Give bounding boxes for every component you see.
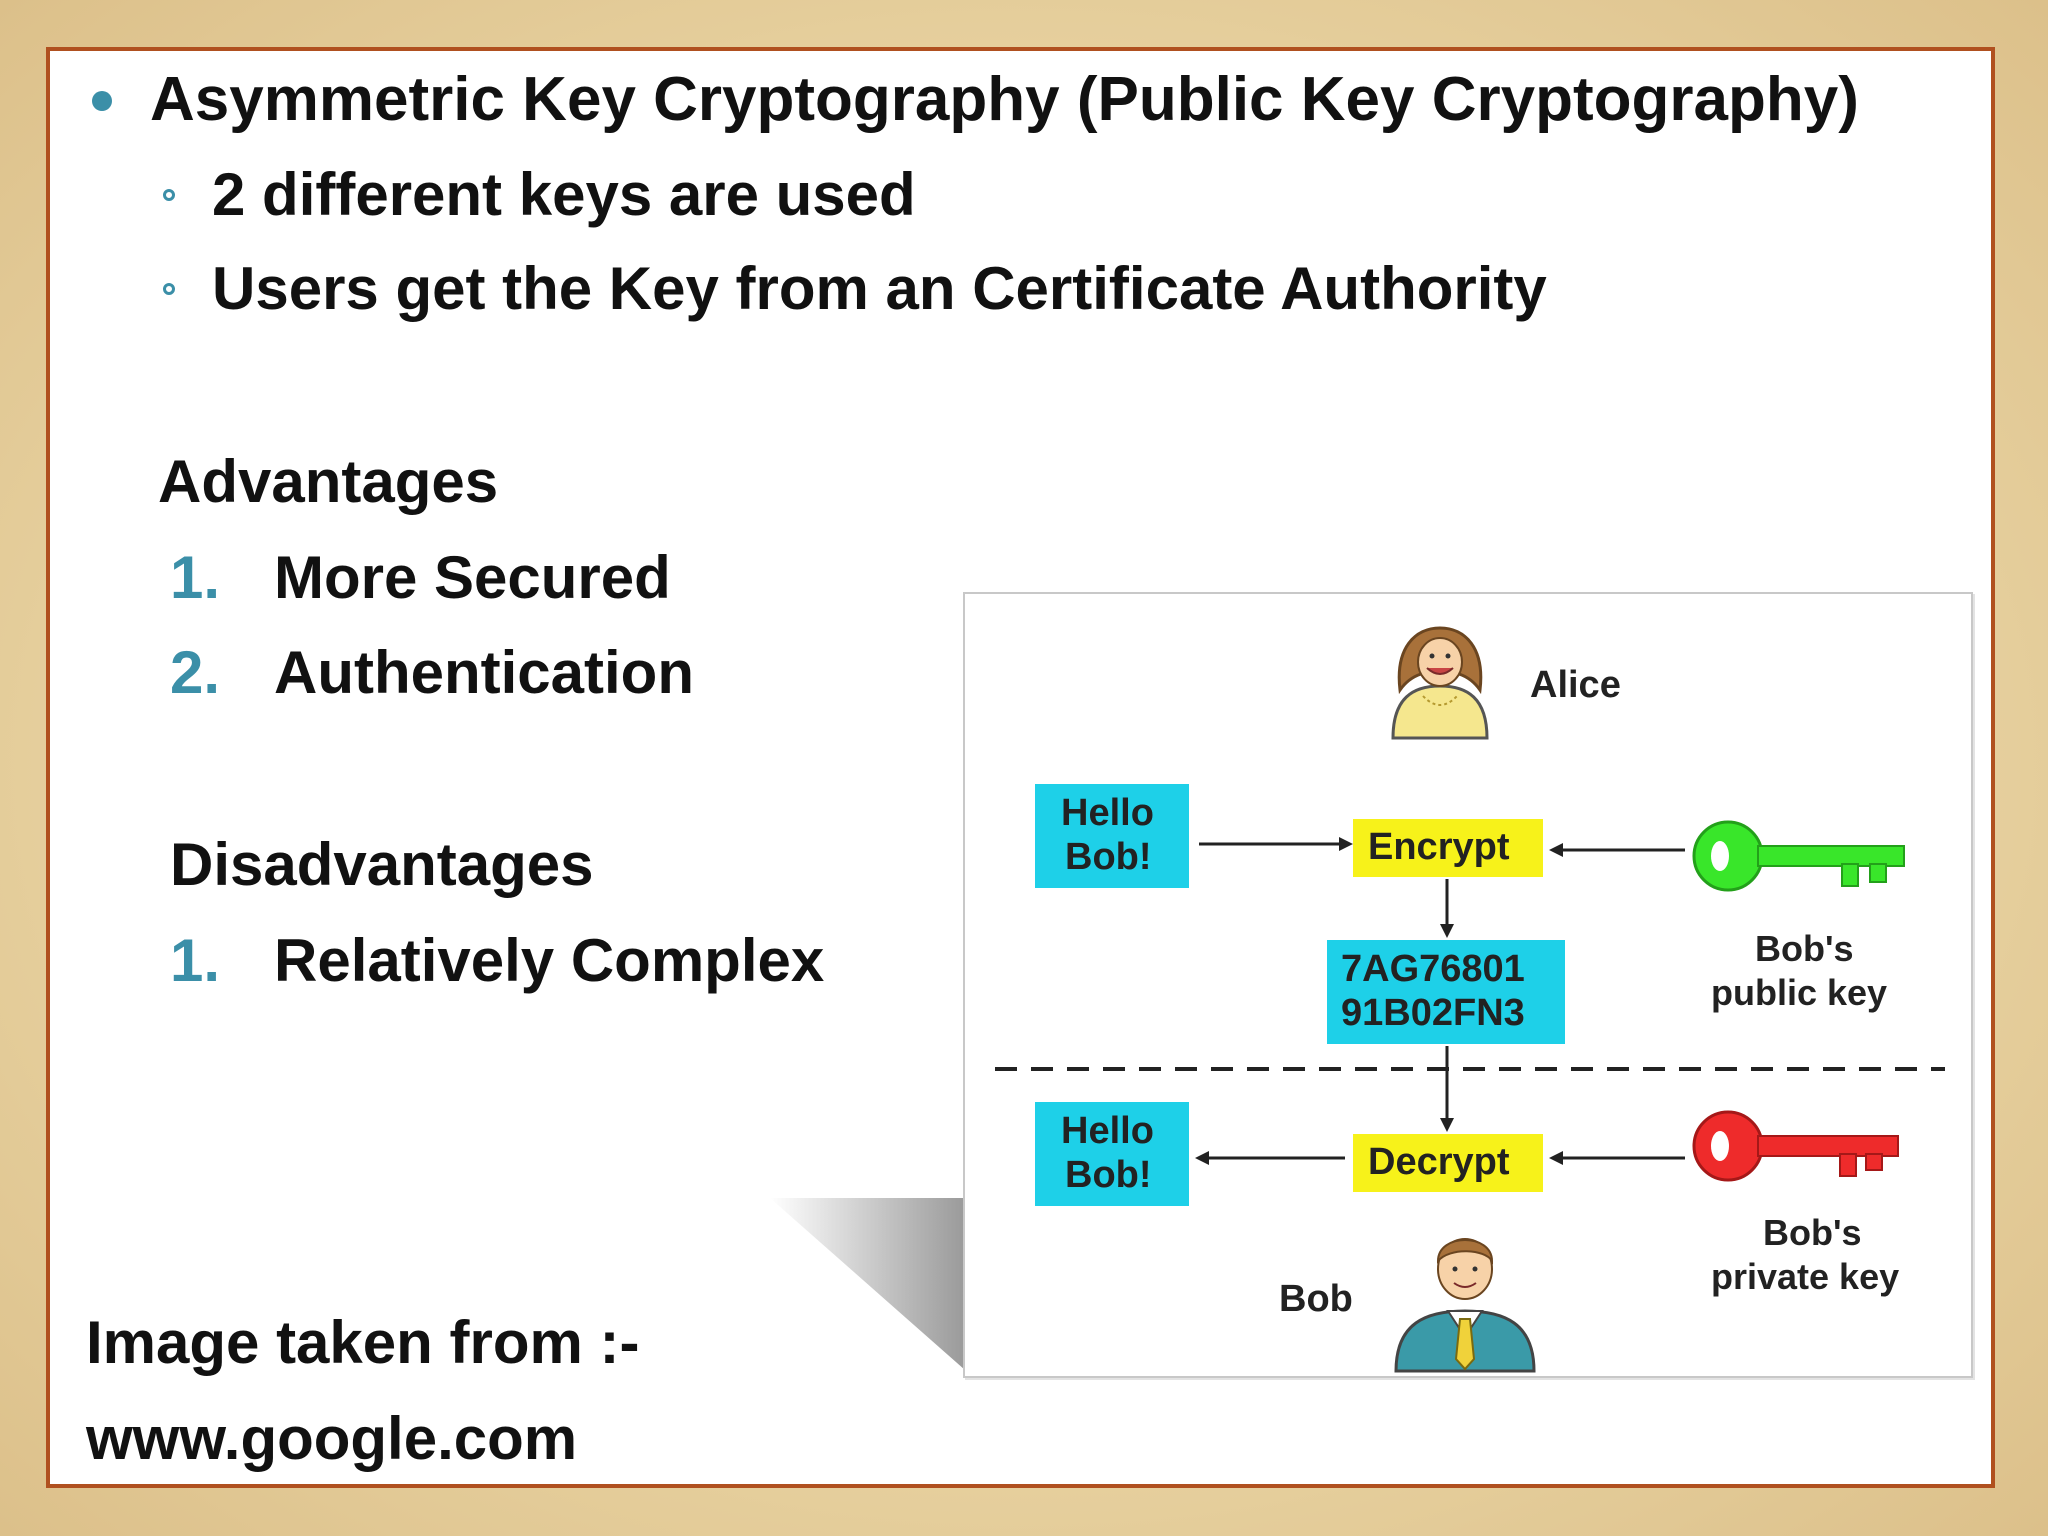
dashed-separator — [995, 1067, 1945, 1071]
source-line-1: Image taken from :- — [86, 1309, 640, 1376]
public-key-line1: Bob's — [1755, 928, 1854, 969]
private-key-line1: Bob's — [1763, 1212, 1862, 1253]
advantage-number: 2. — [170, 639, 221, 706]
advantage-item: More Secured — [274, 544, 671, 611]
plaintext-box-top — [1035, 784, 1189, 888]
advantages-heading: Advantages — [158, 448, 499, 515]
public-key-line2: public key — [1711, 972, 1888, 1013]
disadvantage-item: Relatively Complex — [274, 927, 825, 994]
sub-bullet-1: 2 different keys are used — [212, 161, 916, 228]
diagram-shadow — [770, 1198, 965, 1370]
ciphertext-box — [1327, 940, 1565, 1044]
private-key-icon — [1692, 1110, 1899, 1182]
alice-label: Alice — [1530, 664, 1621, 706]
flow-arrows — [1195, 837, 1685, 1165]
disadvantage-number: 1. — [170, 927, 221, 994]
advantage-number: 1. — [170, 544, 221, 611]
source-line-2: www.google.com — [86, 1405, 578, 1472]
plaintext-top-line1: Hello — [1061, 792, 1154, 834]
plaintext-bottom-line1: Hello — [1061, 1110, 1154, 1152]
alice-person-icon — [1391, 626, 1489, 740]
encrypt-box — [1353, 819, 1543, 877]
slide-title: Asymmetric Key Cryptography (Public Key … — [150, 65, 1859, 134]
plaintext-top-line2: Bob! — [1065, 836, 1152, 878]
ciphertext-line1: 7AG76801 — [1341, 948, 1525, 990]
private-key-line2: private key — [1711, 1256, 1900, 1297]
public-key-icon — [1692, 820, 1905, 892]
decrypt-box — [1353, 1134, 1543, 1192]
ciphertext-line2: 91B02FN3 — [1341, 992, 1525, 1034]
plaintext-bottom-line2: Bob! — [1065, 1154, 1152, 1196]
sub-bullet-icon — [163, 189, 175, 201]
decrypt-label: Decrypt — [1368, 1141, 1510, 1183]
disadvantages-heading: Disadvantages — [170, 831, 594, 898]
advantage-item: Authentication — [274, 639, 694, 706]
title-bullet-icon — [92, 91, 112, 111]
encrypt-label: Encrypt — [1368, 826, 1510, 868]
bob-person-icon — [1394, 1238, 1536, 1373]
bob-label: Bob — [1279, 1278, 1353, 1320]
sub-bullet-icon — [163, 283, 175, 295]
plaintext-box-bottom — [1035, 1102, 1189, 1206]
sub-bullet-2: Users get the Key from an Certificate Au… — [212, 255, 1547, 322]
cryptography-diagram: Alice Hello Bob! Encrypt 7AG76801 91B02F… — [963, 592, 1973, 1378]
